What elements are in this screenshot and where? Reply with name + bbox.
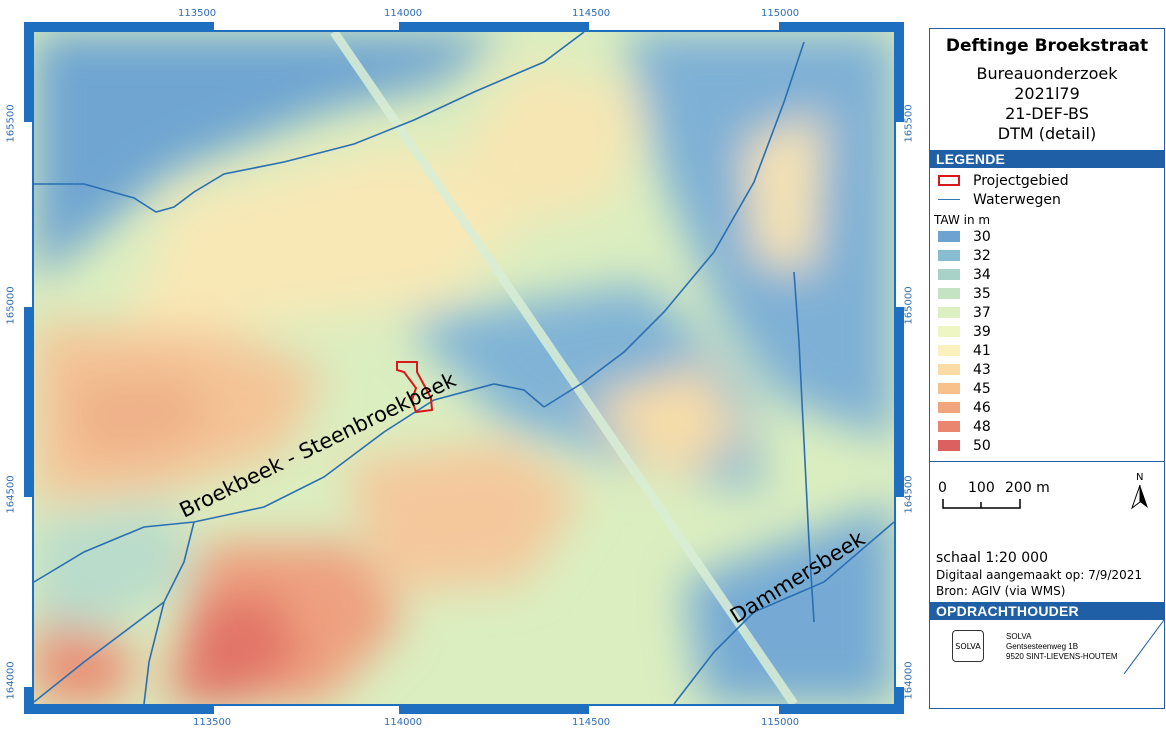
x-tick-bottom-2: 114000 — [384, 717, 423, 728]
taw-class-row: 43 — [930, 360, 1164, 379]
taw-class-label: 45 — [973, 380, 991, 397]
x-tick-top-3: 114500 — [572, 8, 611, 19]
subtitle-line-2: 2021l79 — [1014, 84, 1080, 103]
subtitle-line-3: 21-DEF-BS — [1005, 104, 1089, 123]
color-swatch-icon — [938, 269, 960, 280]
scale-block: 0 100 200 m N schaal 1:20 000 Digitaal a… — [930, 462, 1164, 602]
legend-item-waterwegen: Waterwegen — [930, 190, 1164, 209]
client-header: OPDRACHTHOUDER — [930, 602, 1164, 620]
created-date: Digitaal aangemaakt op: 7/9/2021 — [936, 568, 1142, 582]
subtitle-line-1: Bureauonderzoek — [976, 64, 1118, 83]
project-area-outline[interactable] — [396, 361, 434, 414]
north-label: N — [1136, 472, 1144, 483]
taw-class-label: 32 — [973, 247, 991, 264]
x-tick-top-4: 115000 — [761, 8, 800, 19]
y-tick-left-2: 165000 — [5, 286, 17, 325]
color-swatch-icon — [938, 402, 960, 413]
scalebar-label-200: 200 m — [1005, 480, 1050, 496]
taw-class-label: 39 — [973, 323, 991, 340]
taw-class-row: 37 — [930, 303, 1164, 322]
taw-class-label: 41 — [973, 342, 991, 359]
elevation-raster — [34, 32, 894, 704]
taw-class-row: 32 — [930, 246, 1164, 265]
taw-class-label: 48 — [973, 418, 991, 435]
taw-class-label: 50 — [973, 437, 991, 454]
color-swatch-icon — [938, 250, 960, 261]
map-border-ticks — [24, 22, 904, 714]
scalebar-label-0: 0 — [938, 480, 947, 496]
legend-header: LEGENDE — [930, 150, 1164, 168]
taw-class-row: 35 — [930, 284, 1164, 303]
legend-panel: Deftinge Broekstraat Bureauonderzoek 202… — [929, 28, 1165, 709]
color-swatch-icon — [938, 421, 960, 432]
taw-class-label: 46 — [973, 399, 991, 416]
taw-caption: TAW in m — [934, 213, 991, 227]
client-street: Gentsesteenweg 1B — [1006, 642, 1079, 651]
north-arrow-icon — [1130, 484, 1148, 510]
taw-class-label: 30 — [973, 228, 991, 245]
taw-class-row: 39 — [930, 322, 1164, 341]
client-name: SOLVA — [1006, 632, 1032, 641]
data-source: Bron: AGIV (via WMS) — [936, 584, 1066, 598]
color-swatch-icon — [938, 364, 960, 375]
x-tick-top-2: 114000 — [384, 8, 423, 19]
legend-item-projectgebied: Projectgebied — [930, 171, 1164, 190]
scalebar-label-100: 100 — [968, 480, 995, 496]
taw-class-label: 43 — [973, 361, 991, 378]
subtitle-line-4: DTM (detail) — [997, 124, 1097, 143]
x-tick-top-1: 113500 — [178, 8, 217, 19]
y-tick-right-4: 164000 — [903, 661, 915, 700]
scale-text: schaal 1:20 000 — [936, 550, 1048, 566]
color-swatch-icon — [938, 383, 960, 394]
y-tick-left-1: 165500 — [5, 104, 17, 143]
y-tick-right-3: 164500 — [903, 475, 915, 514]
y-tick-left-3: 164500 — [5, 475, 17, 514]
line-swatch-icon — [938, 199, 960, 200]
color-swatch-icon — [938, 288, 960, 299]
solva-logo-text: SOLVA — [955, 641, 981, 651]
legend-label-waterwegen: Waterwegen — [973, 191, 1061, 208]
dtm-map[interactable]: Broekbeek - Steenbroekbeek Dammersbeek — [24, 22, 904, 714]
taw-classes: 30 32 34 35 37 39 41 43 45 46 48 50 — [930, 227, 1164, 455]
waterways — [34, 32, 894, 704]
color-swatch-icon — [938, 345, 960, 356]
y-tick-right-1: 165500 — [903, 104, 915, 143]
color-swatch-icon — [938, 307, 960, 318]
legend-label-projectgebied: Projectgebied — [973, 172, 1069, 189]
client-block: SOLVA SOLVA Gentsesteenweg 1B 9520 SINT-… — [930, 620, 1164, 674]
color-swatch-icon — [938, 231, 960, 242]
taw-class-row: 41 — [930, 341, 1164, 360]
x-tick-bottom-1: 113500 — [193, 717, 232, 728]
taw-class-label: 35 — [973, 285, 991, 302]
taw-class-label: 34 — [973, 266, 991, 283]
color-swatch-icon — [938, 440, 960, 451]
taw-class-row: 45 — [930, 379, 1164, 398]
solva-logo: SOLVA — [952, 630, 984, 662]
map-title: Deftinge Broekstraat — [945, 36, 1149, 56]
color-swatch-icon — [938, 326, 960, 337]
y-tick-right-2: 165000 — [903, 286, 915, 325]
x-tick-bottom-4: 115000 — [761, 717, 800, 728]
corner-decoration — [1124, 620, 1164, 674]
map-frame[interactable]: Broekbeek - Steenbroekbeek Dammersbeek — [24, 22, 904, 714]
y-tick-left-4: 164000 — [5, 661, 17, 700]
scalebar — [942, 499, 1021, 509]
taw-class-row: 34 — [930, 265, 1164, 284]
client-city: 9520 SINT-LIEVENS-HOUTEM — [1006, 652, 1118, 661]
outline-swatch-icon — [938, 175, 960, 186]
taw-class-row: 30 — [930, 227, 1164, 246]
taw-class-row: 46 — [930, 398, 1164, 417]
taw-class-label: 37 — [973, 304, 991, 321]
taw-class-row: 48 — [930, 417, 1164, 436]
taw-class-row: 50 — [930, 436, 1164, 455]
x-tick-bottom-3: 114500 — [572, 717, 611, 728]
